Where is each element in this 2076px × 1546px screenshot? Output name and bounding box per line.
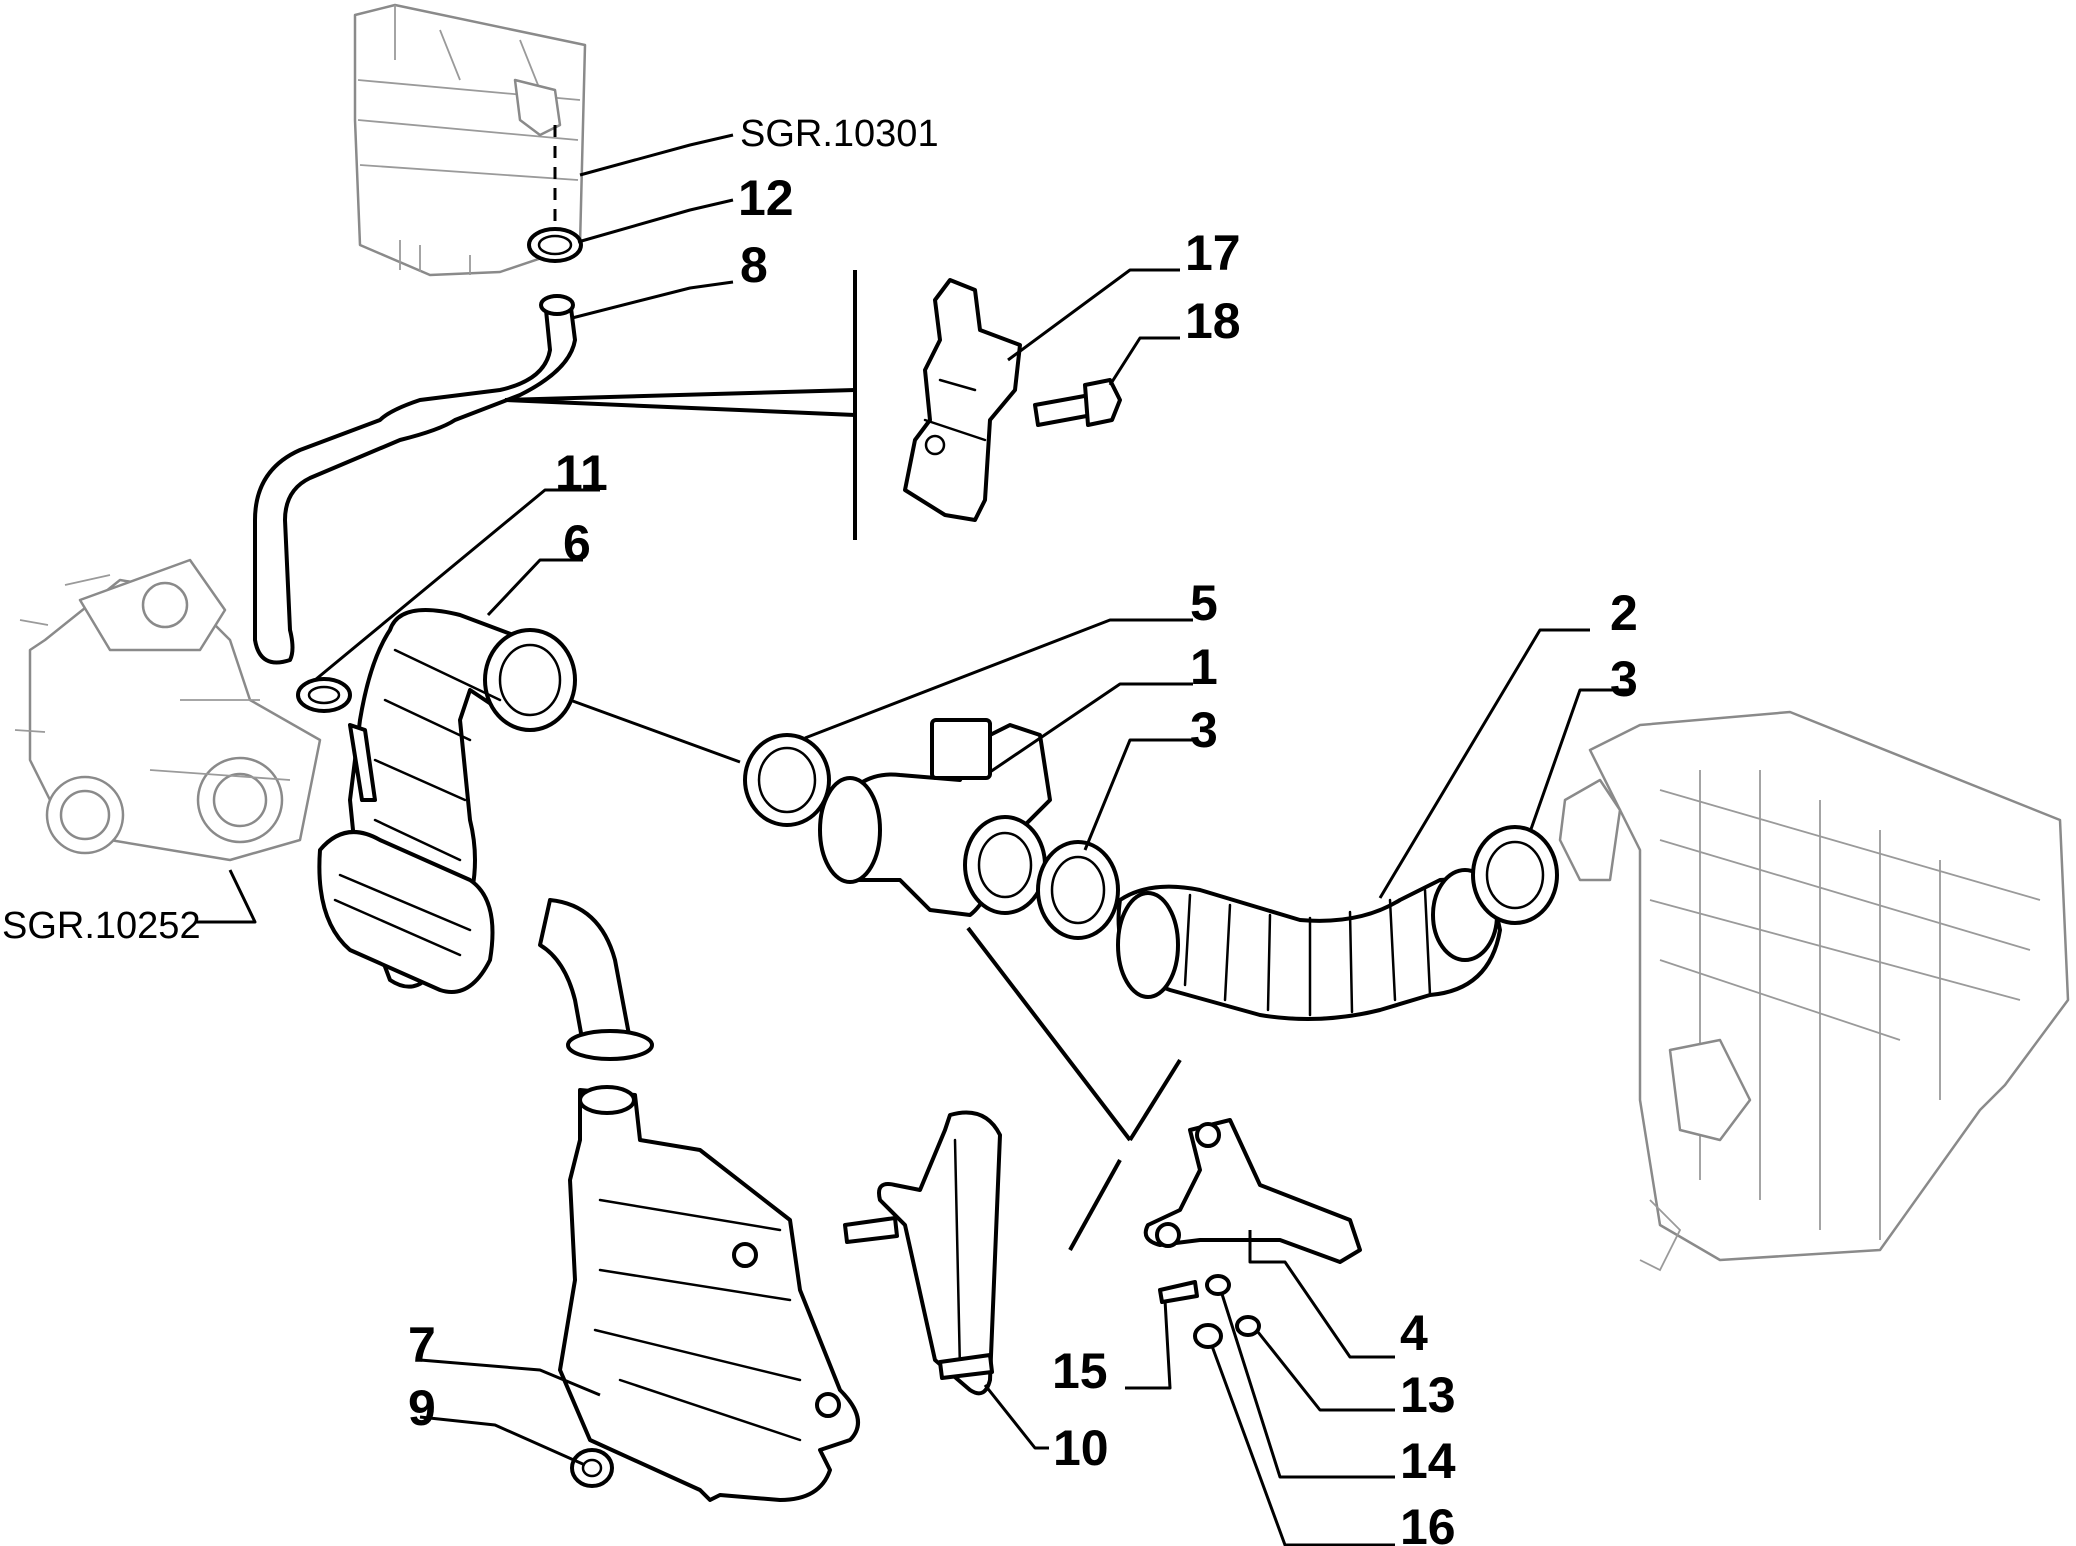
part-17-bracket bbox=[903, 278, 1022, 522]
part-12-hose-clamp bbox=[527, 227, 583, 263]
part-16-nut bbox=[1193, 1323, 1223, 1349]
part-6-intake-hose bbox=[317, 608, 654, 1061]
label-part-5: 5 bbox=[1190, 575, 1218, 631]
label-part-8: 8 bbox=[740, 237, 768, 293]
ref-label-air-filter: SGR.10301 bbox=[740, 113, 939, 155]
part-10-bracket bbox=[843, 1110, 1002, 1396]
part-2-corrugated-hose bbox=[1116, 868, 1502, 1021]
air-filter-box-ghost bbox=[1558, 710, 2070, 1272]
part-8-breather-hose bbox=[253, 294, 577, 665]
separator-lines bbox=[504, 270, 1182, 1251]
part-18-bolt bbox=[1033, 378, 1122, 427]
label-part-4: 4 bbox=[1400, 1305, 1428, 1361]
part-3-clamp-right bbox=[1471, 825, 1559, 925]
air-filter-housing-ghost bbox=[353, 3, 587, 277]
part-7-reservoir bbox=[558, 1085, 860, 1502]
leader-lines bbox=[195, 133, 1630, 1546]
label-part-9: 9 bbox=[408, 1380, 436, 1436]
label-part-11: 11 bbox=[555, 445, 608, 501]
part-4-support-bracket bbox=[1143, 1118, 1362, 1264]
label-part-3-right: 3 bbox=[1610, 651, 1638, 707]
label-part-15: 15 bbox=[1052, 1343, 1108, 1399]
part-15-screw bbox=[1158, 1280, 1199, 1304]
label-part-6: 6 bbox=[563, 515, 591, 571]
part-14-washer bbox=[1205, 1274, 1231, 1296]
part-3-clamp-left bbox=[1036, 840, 1120, 940]
part-11-clamp bbox=[296, 677, 352, 713]
label-part-2: 2 bbox=[1610, 585, 1638, 641]
ref-label-turbocharger: SGR.10252 bbox=[2, 905, 201, 947]
turbocharger-ghost bbox=[14, 558, 322, 862]
part-13-washer bbox=[1235, 1315, 1261, 1337]
label-part-18: 18 bbox=[1185, 293, 1241, 349]
label-part-1: 1 bbox=[1190, 639, 1218, 695]
label-part-13: 13 bbox=[1400, 1367, 1456, 1423]
label-part-12: 12 bbox=[738, 170, 794, 226]
label-part-10: 10 bbox=[1053, 1420, 1109, 1476]
label-part-16: 16 bbox=[1400, 1499, 1456, 1546]
part-9-nut bbox=[570, 1448, 614, 1488]
callout-labels: SGR.10301 SGR.10252 12 8 17 18 11 6 5 1 … bbox=[2, 113, 1638, 1546]
label-part-7: 7 bbox=[408, 1317, 436, 1373]
label-part-17: 17 bbox=[1185, 225, 1241, 281]
part-1-air-flow-meter bbox=[818, 718, 1052, 917]
part-5-clamp bbox=[743, 733, 831, 827]
label-part-14: 14 bbox=[1400, 1433, 1456, 1489]
label-part-3-left: 3 bbox=[1190, 702, 1218, 758]
